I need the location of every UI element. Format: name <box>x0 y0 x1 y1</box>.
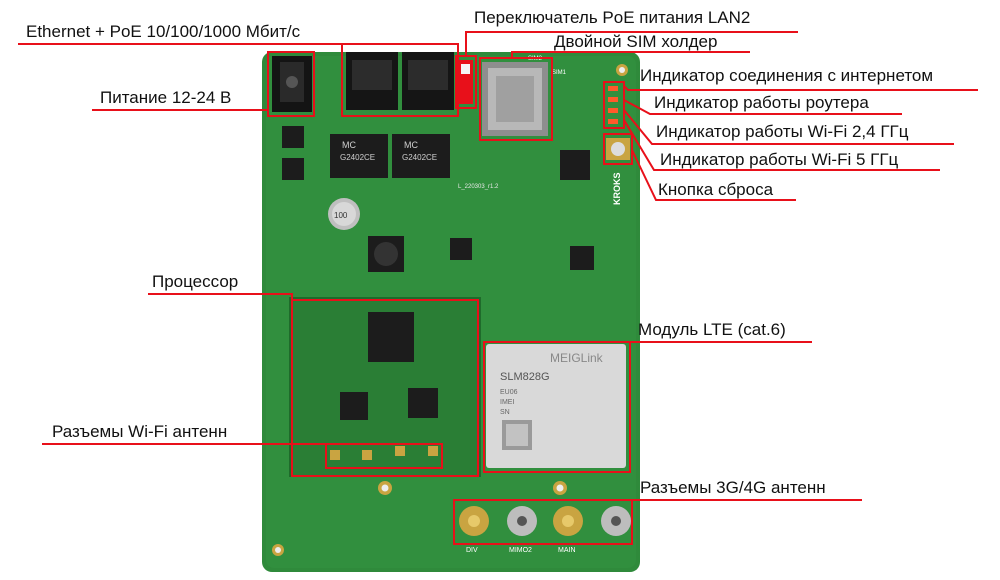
line-internet <box>623 85 978 91</box>
label-power: Питание 12-24 В <box>100 88 232 107</box>
capacitor-label: 100 <box>334 211 348 220</box>
label-router-led: Индикатор работы роутера <box>654 93 869 112</box>
reset-button <box>606 138 630 160</box>
cpu-module <box>289 297 481 477</box>
label-poe-switch: Переключатель PoE питания LAN2 <box>474 8 751 27</box>
box-cpu <box>291 299 479 477</box>
module-brand: MEIGLink <box>550 351 604 365</box>
board-id: L_220303_r1.2 <box>458 184 499 190</box>
label-reset: Кнопка сброса <box>658 180 774 199</box>
box-reset <box>603 133 633 165</box>
lte-antenna-connectors: DIV MIMO2 MAIN <box>459 506 631 554</box>
box-leds <box>603 81 625 129</box>
module-sn: SN <box>500 409 510 416</box>
label-processor: Процессор <box>152 272 239 291</box>
highlight-boxes <box>267 43 633 545</box>
label-wifi24-led: Индикатор работы Wi-Fi 2,4 ГГц <box>656 122 909 141</box>
status-leds <box>608 86 618 124</box>
antenna-div-label: DIV <box>466 547 478 554</box>
module-imei: IMEI <box>500 399 514 406</box>
chip1-brand: MC <box>342 140 356 150</box>
label-lte-module: Модуль LTE (cat.6) <box>638 320 786 339</box>
ethernet-ports <box>346 52 454 110</box>
board-brand: KROKS <box>612 172 622 205</box>
lan-transformers: MC G2402CE MC G2402CE <box>330 134 450 178</box>
power-jack <box>272 56 312 112</box>
chip2-brand: MC <box>404 140 418 150</box>
box-antennas <box>453 499 633 545</box>
line-wifi5 <box>623 119 940 171</box>
line-reset <box>631 149 796 201</box>
lte-module: MEIGLink SLM828G EU06 IMEI SN <box>486 344 626 468</box>
box-ethernet <box>341 43 459 117</box>
line-router <box>623 99 902 115</box>
line-sim <box>511 51 750 58</box>
label-wifi-connectors: Разъемы Wi-Fi антенн <box>52 422 228 441</box>
chip2-label: G2402CE <box>402 153 437 162</box>
antenna-main-label: MAIN <box>558 547 576 554</box>
line-poe <box>465 31 798 56</box>
line-processor <box>148 293 293 300</box>
module-region: EU06 <box>500 389 518 396</box>
label-internet-led: Индикатор соединения с интернетом <box>640 66 934 85</box>
label-wifi5-led: Индикатор работы Wi-Fi 5 ГГц <box>660 150 899 169</box>
line-wifi24 <box>623 109 954 145</box>
box-power <box>267 51 315 117</box>
box-wifi <box>325 443 443 469</box>
leader-lines <box>18 31 978 501</box>
poe-switch <box>458 60 473 104</box>
module-model: SLM828G <box>500 371 550 383</box>
label-lte-connectors: Разъемы 3G/4G антенн <box>640 478 826 497</box>
power-components: 100 L_220303_r1.2 KROKS <box>282 126 622 272</box>
label-ethernet: Ethernet + PoE 10/100/1000 Мбит/с <box>26 22 301 41</box>
sim-holder: SIM2 SIM1 <box>482 56 567 136</box>
chip1-label: G2402CE <box>340 153 375 162</box>
sim1-label: SIM1 <box>552 70 567 76</box>
antenna-mimo2-label: MIMO2 <box>509 547 532 554</box>
box-lte <box>483 341 631 473</box>
label-sim-holder: Двойной SIM холдер <box>554 32 718 51</box>
box-sim <box>479 57 553 141</box>
